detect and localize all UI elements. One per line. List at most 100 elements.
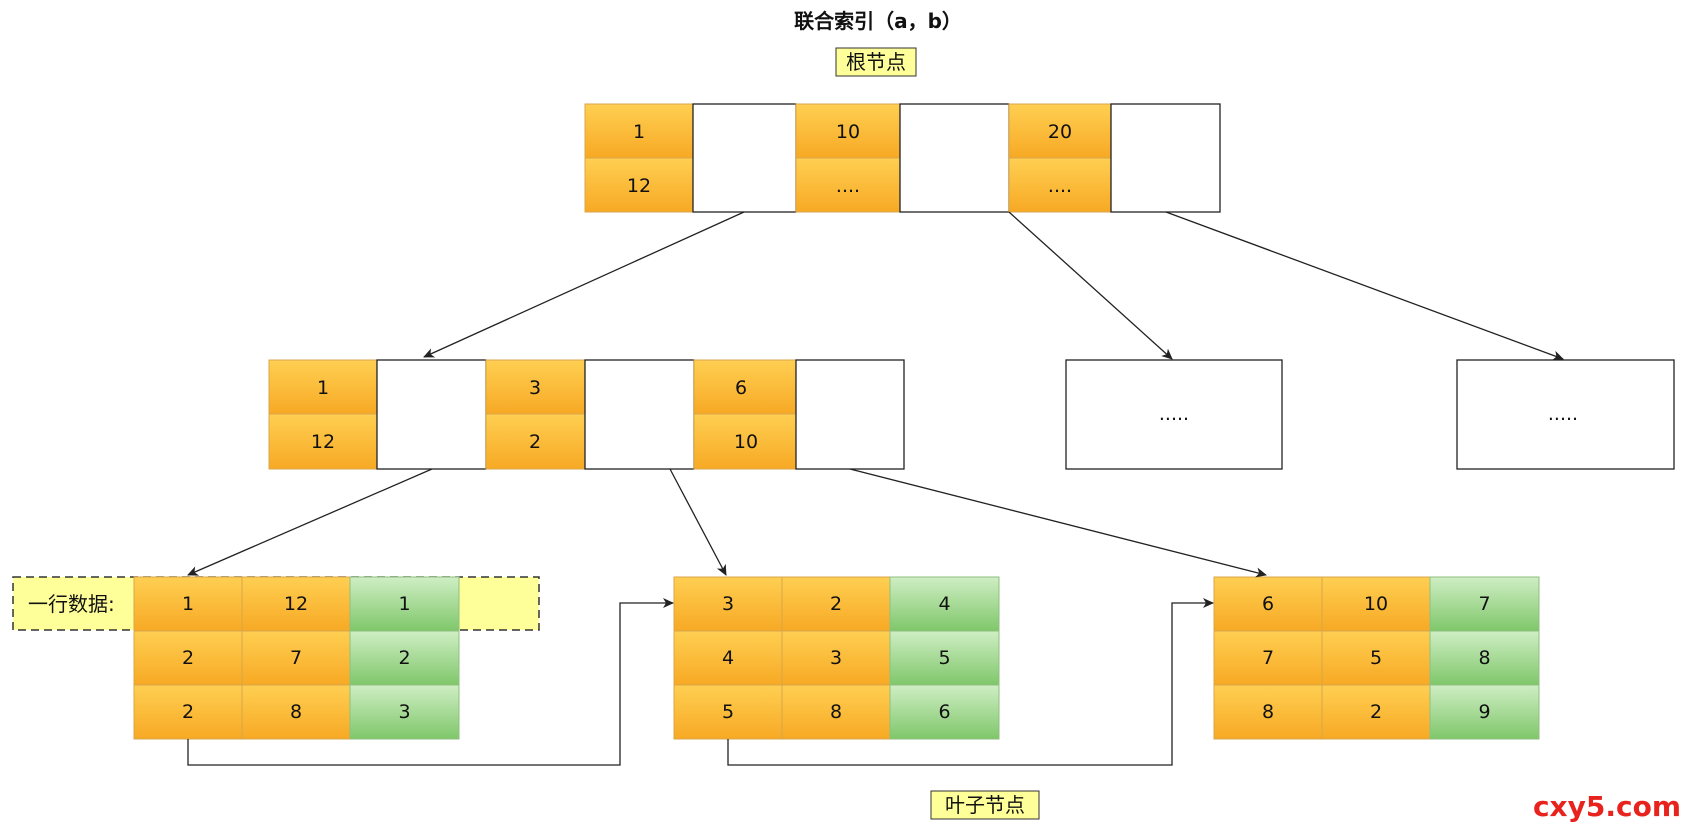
leaf-cell-value: 3	[722, 593, 734, 615]
arrow-internal-to-leaf3	[849, 468, 1267, 578]
leaf-cell-value: 3	[830, 647, 842, 669]
root-pointer-box	[899, 103, 1010, 213]
leaf-cell-value: 7	[290, 647, 302, 669]
leaf-link-2-to-3	[727, 598, 1214, 766]
root-pointer-box	[692, 103, 797, 213]
leaf-cell-value: 10	[1364, 593, 1388, 615]
leaf-cell-value: 4	[938, 593, 950, 615]
leaf-cell-value: 8	[1478, 647, 1490, 669]
root-entry: 10 ....	[795, 103, 1010, 213]
leaf-cell-value: 6	[1262, 593, 1274, 615]
leaf-node: 6 10 7 7 5 8 8 2 9	[1213, 576, 1540, 740]
arrow-root-to-node2	[1008, 211, 1173, 360]
internal-pointer-box	[376, 359, 487, 470]
leaf-cell-b	[241, 576, 351, 632]
internal-key-b: 10	[734, 431, 758, 453]
leaf-node-label-text: 叶子节点	[945, 793, 1025, 817]
row-data-label-text: 一行数据:	[28, 592, 115, 616]
leaf-cell-value: 3	[398, 701, 410, 723]
internal-entry: 3 2	[485, 359, 695, 470]
leaf-cell-value: 7	[1478, 593, 1490, 615]
leaf-cell-value: 8	[290, 701, 302, 723]
internal-key-a: 6	[735, 377, 747, 399]
leaf-cell-value: 7	[1262, 647, 1274, 669]
arrow-internal-to-leaf2	[669, 468, 727, 576]
arrow-root-to-node3	[1165, 211, 1564, 361]
leaf-node-label: 叶子节点	[930, 790, 1040, 820]
root-node-label-text: 根节点	[846, 50, 906, 74]
leaf-cell-value: 2	[1370, 701, 1382, 723]
arrow-internal-to-leaf1	[187, 468, 433, 576]
leaf-cell-a	[673, 630, 783, 686]
leaf-cell-a	[673, 684, 783, 740]
leaf-cell-value: 4	[722, 647, 734, 669]
leaf-cell-primary-key	[349, 630, 460, 686]
root-entry: 20 ....	[1008, 103, 1221, 213]
internal-key-a: 3	[529, 377, 541, 399]
internal-key-b: 2	[529, 431, 541, 453]
leaf-cell-value: 2	[830, 593, 842, 615]
leaf-cell-primary-key	[1429, 576, 1540, 632]
root-node-label: 根节点	[835, 47, 917, 77]
leaf-cell-value: 5	[1370, 647, 1382, 669]
leaf-cell-primary-key	[889, 684, 1000, 740]
leaf-cell-primary-key	[889, 630, 1000, 686]
leaf-cell-b	[241, 684, 351, 740]
collapsed-internal-node: .....	[1456, 359, 1675, 470]
diagram-title: 联合索引（a，b）	[794, 9, 962, 33]
leaf-cell-value: 6	[938, 701, 950, 723]
root-key-a: 20	[1048, 121, 1072, 143]
internal-pointer-box	[795, 359, 905, 470]
collapsed-internal-node: .....	[1065, 359, 1283, 470]
leaf-cell-value: 2	[182, 701, 194, 723]
leaf-cell-value: 1	[398, 593, 410, 615]
root-key-a: 10	[836, 121, 860, 143]
leaf-cell-primary-key	[349, 576, 460, 632]
leaf-cell-primary-key	[889, 576, 1000, 632]
leaf-cell-value: 5	[938, 647, 950, 669]
leaf-cell-primary-key	[1429, 630, 1540, 686]
internal-entry: 1 12	[268, 359, 487, 470]
watermark-logo: cxy5.com	[1533, 790, 1681, 823]
pointer-arrows	[187, 211, 1564, 766]
root-pointer-box	[1110, 103, 1221, 213]
leaf-cell-value: 12	[284, 593, 308, 615]
leaf-cell-primary-key	[349, 684, 460, 740]
leaf-cell-b	[781, 684, 891, 740]
root-key-b: ....	[1048, 175, 1072, 197]
leaf-node: 3 2 4 4 3 5 5 8 6	[673, 576, 1000, 740]
internal-key-a: 1	[317, 377, 329, 399]
internal-pointer-box	[584, 359, 695, 470]
leaf-cell-b	[241, 630, 351, 686]
arrow-root-to-internal	[423, 211, 745, 358]
leaf-cell-value: 9	[1478, 701, 1490, 723]
leaf-cell-a	[133, 630, 243, 686]
leaf-cell-value: 2	[182, 647, 194, 669]
root-key-a: 1	[633, 121, 645, 143]
leaf-cell-value: 8	[830, 701, 842, 723]
internal-entry: 6 10	[693, 359, 905, 470]
leaf-link-1-to-2	[187, 598, 674, 766]
leaf-cell-a	[1213, 684, 1323, 740]
root-node: 1 12 10 .... 20 ....	[584, 103, 1221, 213]
leaf-cell-a	[133, 576, 243, 632]
leaf-cell-b	[1321, 684, 1431, 740]
leaf-cell-value: 2	[398, 647, 410, 669]
ellipsis-text: .....	[1548, 403, 1578, 425]
leaf-cell-primary-key	[1429, 684, 1540, 740]
leaf-cell-value: 1	[182, 593, 194, 615]
leaf-cell-a	[1213, 576, 1323, 632]
leaf-cell-a	[133, 684, 243, 740]
internal-node: 1 12 3 2 6 10	[268, 359, 905, 470]
leaf-cell-value: 5	[722, 701, 734, 723]
leaf-cell-a	[1213, 630, 1323, 686]
leaf-cell-value: 8	[1262, 701, 1274, 723]
root-entry: 1 12	[584, 103, 797, 213]
root-key-b: 12	[627, 175, 651, 197]
internal-key-b: 12	[311, 431, 335, 453]
root-key-b: ....	[836, 175, 860, 197]
ellipsis-text: .....	[1159, 403, 1189, 425]
